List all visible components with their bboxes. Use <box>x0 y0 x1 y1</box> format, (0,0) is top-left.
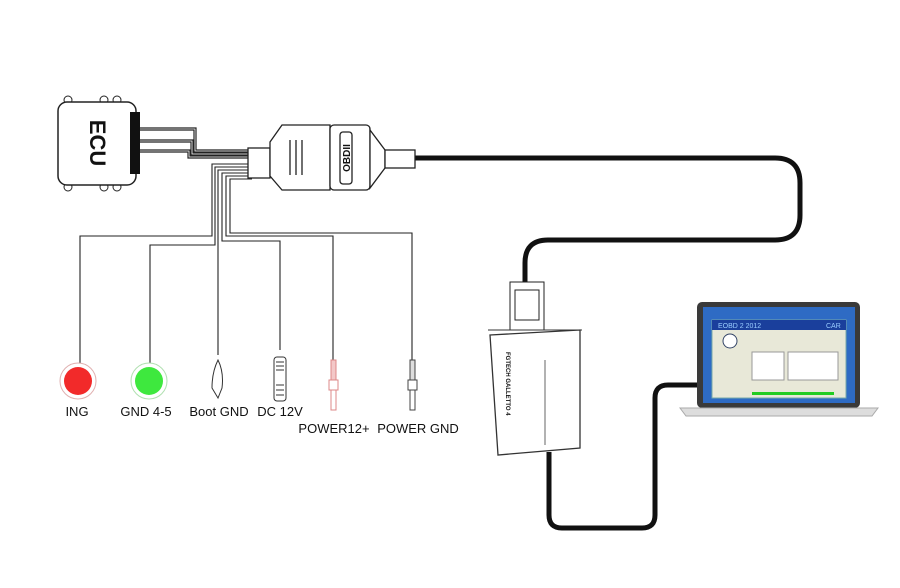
ecu-module: ECU <box>57 95 140 192</box>
screen-title: EOBD 2 2012 <box>718 323 761 330</box>
terminal-label: POWER GND <box>377 421 459 436</box>
terminal-ing: ING <box>59 362 97 419</box>
terminal-gnd-4-5: GND 4-5 <box>120 362 172 419</box>
terminal-label: DC 12V <box>257 404 303 419</box>
terminal-power-gnd: POWER GND <box>377 359 459 436</box>
ecu-label: ECU <box>85 120 110 166</box>
device-to-laptop-cable <box>546 382 700 531</box>
obd-label: OBDII <box>342 144 353 172</box>
branch-wires <box>79 163 413 366</box>
terminal-label: ING <box>65 404 88 419</box>
obd-connector: OBDII <box>247 124 416 191</box>
obd-to-device-cable <box>415 155 803 285</box>
terminal-dc-12v: DC 12V <box>257 356 303 419</box>
screen-right: CAR <box>826 323 841 330</box>
terminal-label: GND 4-5 <box>120 404 171 419</box>
terminal-boot-gnd: Boot GND <box>189 358 249 419</box>
galletto-device: FGTECH GALLETTO 4 <box>488 281 582 456</box>
terminal-label: POWER12+ <box>298 421 369 436</box>
device-label: FGTECH GALLETTO 4 <box>504 352 510 416</box>
terminal-label: Boot GND <box>189 404 248 419</box>
terminal-power12-plus: POWER12+ <box>298 359 370 436</box>
laptop: EOBD 2 2012 CAR <box>679 302 879 417</box>
ecu-wires <box>140 127 252 159</box>
